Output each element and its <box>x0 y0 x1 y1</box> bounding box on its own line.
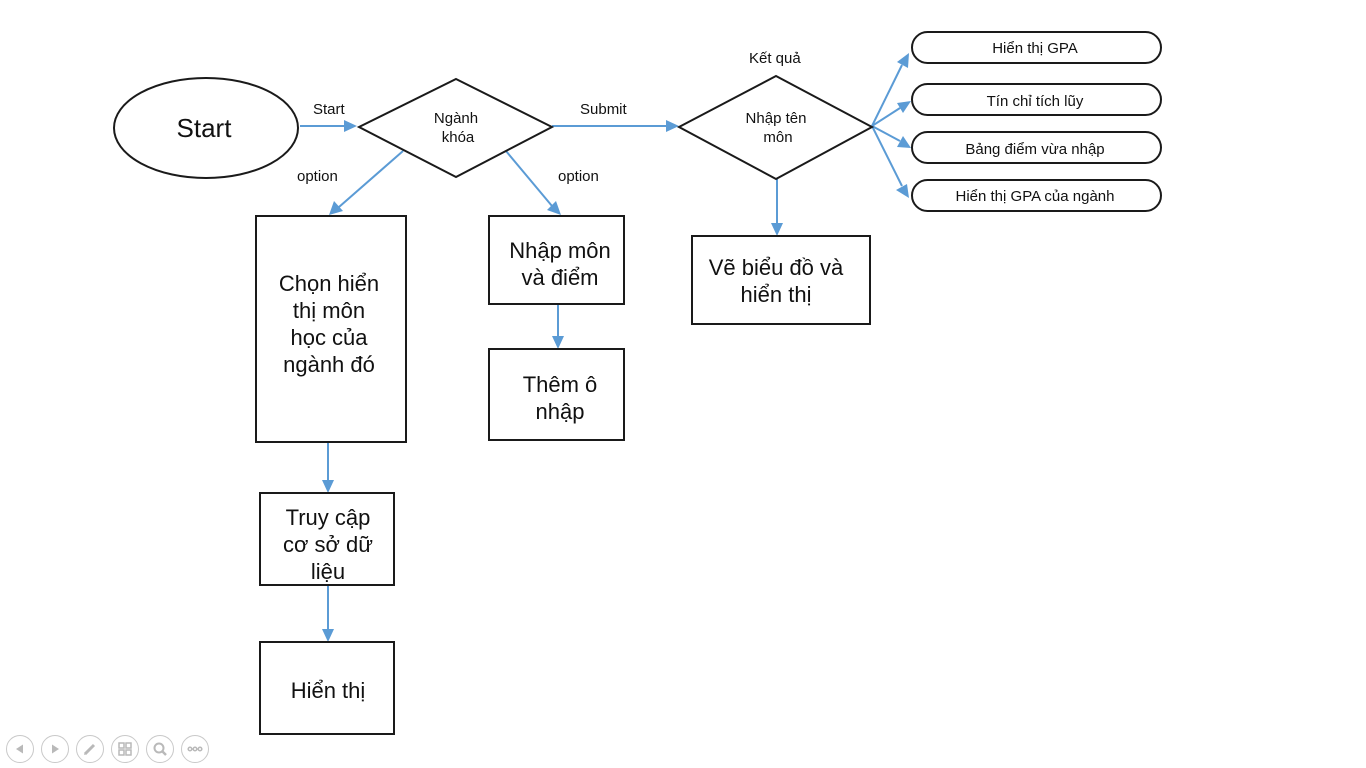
arrowhead <box>897 101 911 113</box>
more-options-button[interactable] <box>181 735 209 763</box>
result-item-credits: Tín chỉ tích lũy <box>911 83 1162 116</box>
start-label: Start <box>177 113 233 143</box>
major-course-decision: Ngành khóa <box>356 77 555 179</box>
edge-label-option-right: option <box>558 168 599 185</box>
more-options-icon <box>187 746 203 752</box>
database-access-line-2: cơ sở dữ <box>283 532 373 557</box>
major-course-line-2: khóa <box>442 129 475 146</box>
previous-icon <box>16 744 23 754</box>
zoom-button[interactable] <box>146 735 174 763</box>
result-item-major-gpa: Hiển thị GPA của ngành <box>911 179 1162 212</box>
result-item-gpa: Hiển thị GPA <box>911 31 1162 64</box>
edge-label-start: Start <box>313 101 346 118</box>
database-access-box: Truy cập cơ sở dữ liệu <box>259 492 395 586</box>
subject-name-line-2: môn <box>763 129 792 146</box>
show-major-subjects-line-3: học của <box>290 325 368 350</box>
arrowhead <box>666 120 679 132</box>
edge-result-3 <box>871 125 901 142</box>
edge-result-2 <box>871 107 901 127</box>
result-item-label: Hiển thị GPA <box>992 40 1078 57</box>
result-item-label: Bảng điểm vừa nhập <box>965 141 1104 158</box>
arrowhead <box>329 201 343 215</box>
see-all-slides-button[interactable] <box>111 735 139 763</box>
subject-name-decision: Nhập tên môn <box>676 74 875 181</box>
database-access-line-1: Truy cập <box>286 505 371 530</box>
arrowhead <box>897 136 911 148</box>
edge-label-result: Kết quả <box>749 50 801 67</box>
arrowhead <box>771 223 783 236</box>
arrowhead <box>322 629 334 642</box>
show-major-subjects-line-4: ngành đó <box>283 352 375 377</box>
enter-subject-score-line-1: Nhập môn <box>509 238 611 263</box>
arrowhead <box>897 53 909 68</box>
add-input-line-1: Thêm ô <box>523 372 598 397</box>
arrowhead <box>322 480 334 493</box>
arrowhead <box>552 336 564 349</box>
slides-grid-icon <box>118 742 132 756</box>
slideshow-controls <box>6 735 209 763</box>
show-major-subjects-line-1: Chọn hiển <box>279 271 379 296</box>
pen-icon <box>83 743 96 756</box>
previous-slide-button[interactable] <box>6 735 34 763</box>
draw-chart-box: Vẽ biểu đồ và hiển thị <box>691 235 871 325</box>
arrowhead <box>547 201 561 215</box>
connectors <box>300 53 911 642</box>
edge-result-4 <box>871 125 903 187</box>
edge-label-option-left: option <box>297 168 338 185</box>
pen-button[interactable] <box>76 735 104 763</box>
database-access-line-3: liệu <box>311 559 345 584</box>
arrowhead <box>896 184 909 198</box>
result-item-transcript: Bảng điểm vừa nhập <box>911 131 1162 164</box>
major-course-line-1: Ngành <box>434 110 478 127</box>
add-input-box: Thêm ô nhập <box>488 348 625 441</box>
edge-result-1 <box>871 64 903 127</box>
enter-subject-score-box: Nhập môn và điểm <box>488 215 625 305</box>
arrowhead <box>344 120 357 132</box>
subject-name-line-1: Nhập tên <box>746 110 807 127</box>
result-item-label: Hiển thị GPA của ngành <box>956 188 1115 205</box>
zoom-icon <box>153 742 167 756</box>
draw-chart-line-2: hiển thị <box>741 282 812 307</box>
show-major-subjects-line-2: thị môn <box>293 298 365 323</box>
add-input-line-2: nhập <box>536 399 585 424</box>
next-icon <box>52 744 59 754</box>
result-item-label: Tín chỉ tích lũy <box>987 93 1084 110</box>
edge-label-submit: Submit <box>580 101 628 118</box>
enter-subject-score-line-2: và điểm <box>521 265 598 290</box>
next-slide-button[interactable] <box>41 735 69 763</box>
show-major-subjects-box: Chọn hiển thị môn học của ngành đó <box>255 215 407 443</box>
draw-chart-line-1: Vẽ biểu đồ và <box>709 255 844 280</box>
edge-option-left <box>338 150 404 208</box>
edge-option-right <box>505 150 553 207</box>
display-label: Hiển thị <box>291 678 366 703</box>
display-box: Hiển thị <box>259 641 395 735</box>
start-node: Start <box>113 77 299 179</box>
